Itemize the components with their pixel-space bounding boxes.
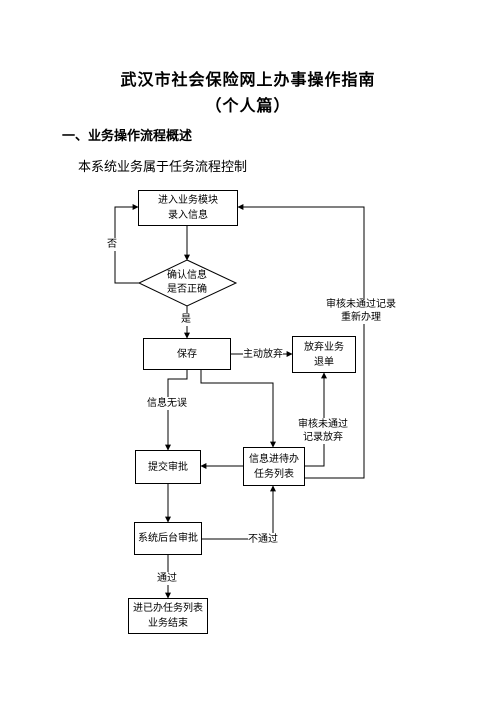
- node-save: 保存: [143, 338, 231, 370]
- node-abandon: 放弃业务退单: [292, 336, 356, 373]
- intro-text: 本系统业务属于任务流程控制: [78, 160, 248, 175]
- arrow-pending-to-abandon: [305, 372, 327, 467]
- document-subtitle: （个人篇）: [205, 96, 291, 115]
- arrow-save-to-pending: [200, 370, 276, 448]
- label-info-ok: 信息无误: [147, 397, 187, 410]
- node-enter-module: 进入业务模块录入信息: [138, 190, 238, 226]
- label-active-abandon: 主动放弃: [243, 348, 283, 361]
- node-backend-approval: 系统后台审批: [134, 522, 202, 555]
- arrow-no-loop: [114, 204, 139, 284]
- label-reject-abandon: 审核未通过记录放弃: [298, 418, 348, 444]
- node-done-list: 进已办任务列表业务结束: [128, 598, 208, 634]
- node-submit: 提交审批: [135, 450, 201, 484]
- label-passed: 通过: [157, 572, 177, 585]
- label-reject-redo: 审核未通过记录重新办理: [326, 298, 396, 324]
- arrow-pending-to-enter: [237, 204, 365, 479]
- arrow-save-to-submit: [165, 370, 188, 451]
- label-no: 否: [107, 238, 117, 251]
- node-pending-list: 信息进待办任务列表: [243, 447, 305, 486]
- document-title: 武汉市社会保险网上办事操作指南: [120, 70, 376, 89]
- node-confirm: 确认信息是否正确: [167, 270, 207, 295]
- arrow-backend-to-pending: [202, 485, 276, 540]
- label-not-passed: 不通过: [248, 533, 278, 546]
- confirm-diamond: [137, 259, 238, 307]
- section-heading: 一、业务操作流程概述: [62, 129, 193, 144]
- label-yes: 是: [181, 313, 191, 326]
